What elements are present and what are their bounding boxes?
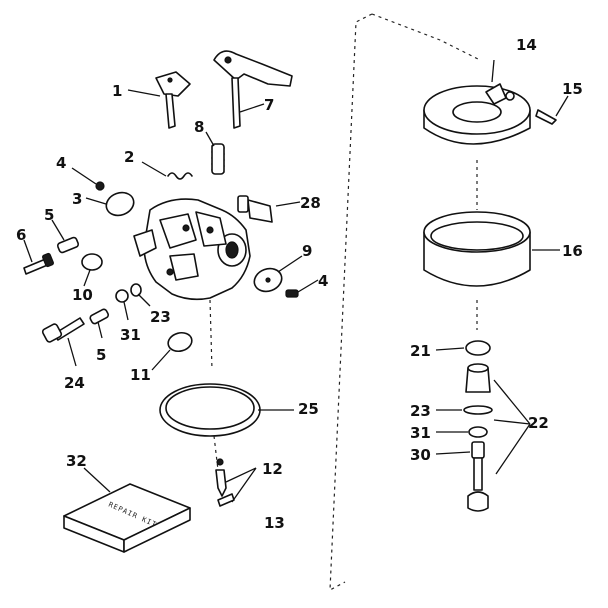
throttle-plate-3: [105, 191, 135, 217]
spring-5a-part: [56, 236, 80, 254]
leader-10: [83, 269, 91, 287]
leader-23a: [137, 293, 151, 307]
callout-15: 15: [562, 80, 583, 98]
callout-6: 6: [16, 226, 26, 244]
callout-11: 11: [130, 366, 151, 384]
leader-8: [205, 131, 215, 147]
leader-14: [491, 59, 495, 83]
leader-6: [23, 239, 33, 263]
callout-10: 10: [72, 286, 93, 304]
oring-23a-part: [130, 283, 142, 297]
spring-8-body: [211, 143, 225, 175]
callout-32: 32: [66, 452, 87, 470]
needle-valve-24-part: [41, 317, 85, 343]
float-bowl-16-part: [423, 211, 531, 287]
leader-4a: [71, 167, 97, 185]
plug-11-part: [167, 331, 193, 353]
callout-22: 22: [528, 414, 549, 432]
callout-23a: 23: [150, 308, 171, 326]
throttle-shaft-part: [155, 71, 191, 129]
assembly-boundary: [329, 13, 373, 592]
leader-9: [277, 255, 303, 273]
callout-5a: 5: [44, 206, 54, 224]
callout-4b: 4: [318, 272, 328, 290]
plug-10-part: [81, 253, 103, 271]
spring-2-part: [167, 172, 193, 180]
callout-3: 3: [72, 190, 82, 208]
callout-31a: 31: [120, 326, 141, 344]
oring-23b-part: [463, 405, 493, 415]
screw-4a-part: [95, 181, 105, 191]
callout-16: 16: [562, 242, 583, 260]
leader-1: [127, 89, 161, 97]
callout-14: 14: [516, 36, 537, 54]
leader-5b: [97, 321, 103, 339]
assembly-line-center: [209, 299, 213, 371]
callout-30: 30: [410, 446, 431, 464]
leader-12: [225, 467, 257, 503]
callout-8: 8: [194, 118, 204, 136]
callout-5b: 5: [96, 346, 106, 364]
callout-2: 2: [124, 148, 134, 166]
screw-6-part: [23, 252, 54, 275]
fuel-inlet-28-part: [237, 195, 273, 223]
callout-28: 28: [300, 194, 321, 212]
spring-5b-part: [89, 308, 110, 325]
assembly-boundary-top: [371, 13, 481, 61]
nut-21-part: [465, 340, 491, 356]
washer-31b-part: [468, 426, 488, 438]
leader-2: [141, 161, 167, 177]
leader-22: [493, 379, 531, 475]
callout-31b: 31: [410, 424, 431, 442]
needle-12-part: [215, 458, 227, 497]
needle-22-part: [467, 457, 489, 512]
leader-31a: [123, 301, 129, 321]
leader-21: [435, 347, 465, 351]
callout-7: 7: [264, 96, 274, 114]
spring-30-part: [471, 441, 485, 459]
leader-4b: [297, 279, 319, 293]
callout-24: 24: [64, 374, 85, 392]
choke-shaft-part: [213, 50, 293, 129]
leader-15: [555, 95, 569, 117]
callout-23b: 23: [410, 402, 431, 420]
float-bowl-cover-14-part: [423, 83, 531, 145]
callout-25: 25: [298, 400, 319, 418]
callout-13: 13: [264, 514, 285, 532]
callout-9: 9: [302, 242, 312, 260]
leader-24: [67, 337, 77, 367]
leader-3: [85, 197, 107, 205]
callout-21: 21: [410, 342, 431, 360]
pin-13-part: [217, 493, 235, 507]
callout-1: 1: [112, 82, 122, 100]
repair-kit-32-part: REPAIR KIT: [63, 483, 191, 553]
screw-4b-part: [285, 289, 299, 298]
leader-32: [83, 467, 111, 493]
leader-30: [435, 451, 471, 455]
pin-15-part: [535, 109, 557, 125]
callout-4a: 4: [56, 154, 66, 172]
washer-31a-part: [115, 289, 129, 303]
leader-5a: [51, 219, 65, 241]
carburetor-body-part: [133, 198, 251, 301]
leader-7: [239, 103, 265, 113]
leader-11: [151, 349, 171, 371]
leader-28: [275, 201, 301, 207]
assembly-line-lower: [213, 435, 219, 471]
jet-body-22-part: [465, 363, 491, 393]
callout-12: 12: [262, 460, 283, 478]
gasket-25-part: [159, 383, 261, 437]
